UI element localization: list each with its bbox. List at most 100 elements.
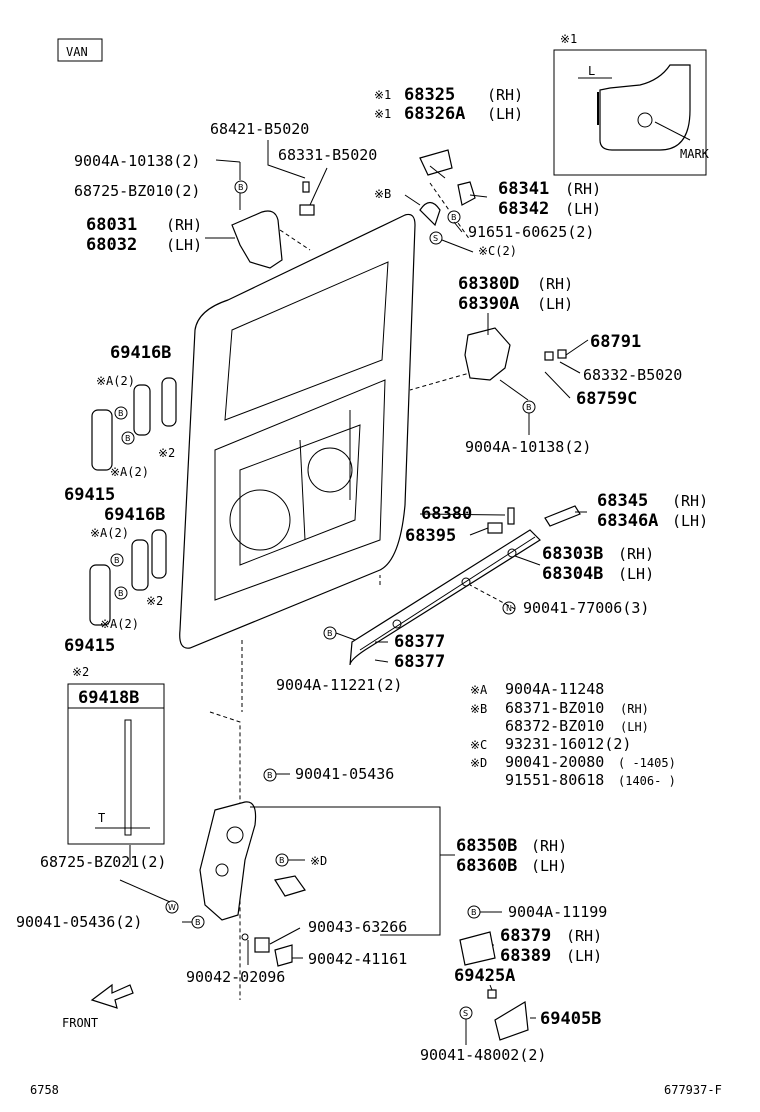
diagram-stroke — [544, 351, 554, 361]
label-9004a-10138-top: 9004A-10138(2) — [74, 152, 200, 170]
front-label: FRONT — [62, 1016, 98, 1030]
diagram-text: (1406- ) — [618, 774, 676, 788]
label-68326a: 68326A — [404, 104, 465, 124]
label-68303b: 68303B — [542, 544, 603, 564]
diagram-stroke — [447, 210, 461, 224]
diagram-stroke — [179, 213, 416, 649]
diagram-text: B — [526, 403, 532, 412]
diagram-stroke — [441, 239, 474, 253]
diagram-stroke — [267, 140, 306, 179]
diagram-text: B — [267, 771, 273, 780]
diagram-stroke — [469, 527, 489, 536]
part-68379 — [459, 931, 496, 966]
diagram-text: (RH) — [565, 180, 601, 198]
diagram-stroke — [469, 584, 516, 610]
diagram-text: (LH) — [672, 512, 708, 530]
diagram-stroke — [215, 863, 229, 877]
diagram-stroke — [392, 619, 402, 629]
diagram-text: B — [125, 434, 131, 443]
diagram-stroke — [299, 204, 315, 216]
label-68725-bz010: 68725-BZ010(2) — [74, 182, 200, 200]
diagram-stroke — [254, 937, 270, 953]
diagram-stroke — [429, 165, 446, 179]
diagram-stroke — [514, 555, 541, 566]
upper-hinge-part — [231, 210, 283, 269]
legend-a: 9004A-11248 — [505, 680, 604, 698]
dim-T: T — [98, 811, 105, 825]
note-1b: ※1 — [374, 107, 391, 121]
diagram-text: B — [114, 556, 120, 565]
diagram-stroke — [565, 339, 589, 356]
diagram-stroke — [544, 371, 571, 399]
diagram-text: (RH) — [620, 702, 649, 716]
diagram-stroke — [234, 180, 248, 194]
side-plates-upper — [91, 377, 177, 471]
diagram-stroke — [239, 424, 361, 566]
diagram-text: B — [238, 183, 244, 192]
diagram-stroke — [226, 826, 244, 844]
label-69418b: 69418B — [78, 688, 139, 708]
dim-L: L — [588, 64, 595, 78]
legend-d1: 90041-20080 — [505, 753, 604, 771]
legend-c: 93231-16012(2) — [505, 735, 631, 753]
diagram-stroke — [279, 229, 311, 251]
diagram-text: (RH) — [531, 837, 567, 855]
diagram-text: (RH) — [166, 216, 202, 234]
diagram-stroke — [307, 447, 353, 493]
diagram-stroke — [419, 201, 441, 227]
diagram-stroke — [502, 601, 516, 615]
diagram-stroke — [133, 384, 151, 436]
label-90042-41161: 90042-41161 — [308, 950, 407, 968]
lower-rail — [349, 529, 541, 666]
diagram-text: ※A(2) — [100, 617, 139, 631]
diagram-text: (LH) — [537, 295, 573, 313]
label-68345: 68345 — [597, 491, 648, 511]
van-tag-box — [57, 38, 103, 62]
label-68350b: 68350B — [456, 836, 517, 856]
label-68346a: 68346A — [597, 511, 658, 531]
footer-right: 677937-F — [664, 1083, 722, 1097]
legend-b1: 68371-BZ010 — [505, 699, 604, 717]
callout-letters: B B S B B B B B N B B B W B B S — [110, 180, 536, 1020]
diagram-stroke — [302, 181, 310, 193]
detail-box — [553, 49, 707, 176]
label-9004a-11199: 9004A-11199 — [508, 903, 607, 921]
diagram-text: S — [433, 234, 438, 243]
diagram-stroke — [110, 553, 124, 567]
diagram-stroke — [214, 379, 386, 601]
part-69405b — [494, 1001, 529, 1041]
diagram-stroke — [654, 121, 691, 141]
diagram-stroke — [229, 489, 291, 551]
diagram-stroke — [335, 632, 356, 641]
diagram-text: B — [471, 908, 477, 917]
diagram-text: B — [118, 409, 124, 418]
diagram-text: B — [195, 918, 201, 927]
diagram-stroke — [489, 984, 493, 991]
van-tag: VAN — [66, 45, 88, 59]
diagram-stroke — [359, 536, 536, 651]
diagram-text: (RH) — [487, 86, 523, 104]
detail-box-69418b — [67, 683, 165, 845]
diagram-text: ※D — [470, 756, 487, 770]
diagram-stroke — [309, 167, 328, 206]
diagram-text: (LH) — [166, 236, 202, 254]
diagram-text: (RH) — [672, 492, 708, 510]
door-panel-illustration — [179, 213, 416, 649]
diagram-stroke — [274, 944, 293, 967]
legend-d2: 91551-80618 — [505, 771, 604, 789]
label-68377-b: 68377 — [394, 652, 445, 672]
diagram-stroke — [559, 361, 581, 374]
diagram-stroke — [241, 933, 249, 941]
note-2-box: ※2 — [72, 665, 89, 679]
diagram-stroke — [461, 577, 471, 587]
label-69415-bot: 69415 — [64, 636, 115, 656]
diagram-stroke — [453, 221, 463, 233]
diagram-text: ※2 — [146, 594, 163, 608]
diagram-stroke — [119, 879, 171, 903]
label-90043-63266: 90043-63266 — [308, 918, 407, 936]
diagram-stroke — [124, 719, 132, 836]
diagram-stroke — [507, 548, 517, 558]
diagram-stroke — [457, 181, 476, 206]
